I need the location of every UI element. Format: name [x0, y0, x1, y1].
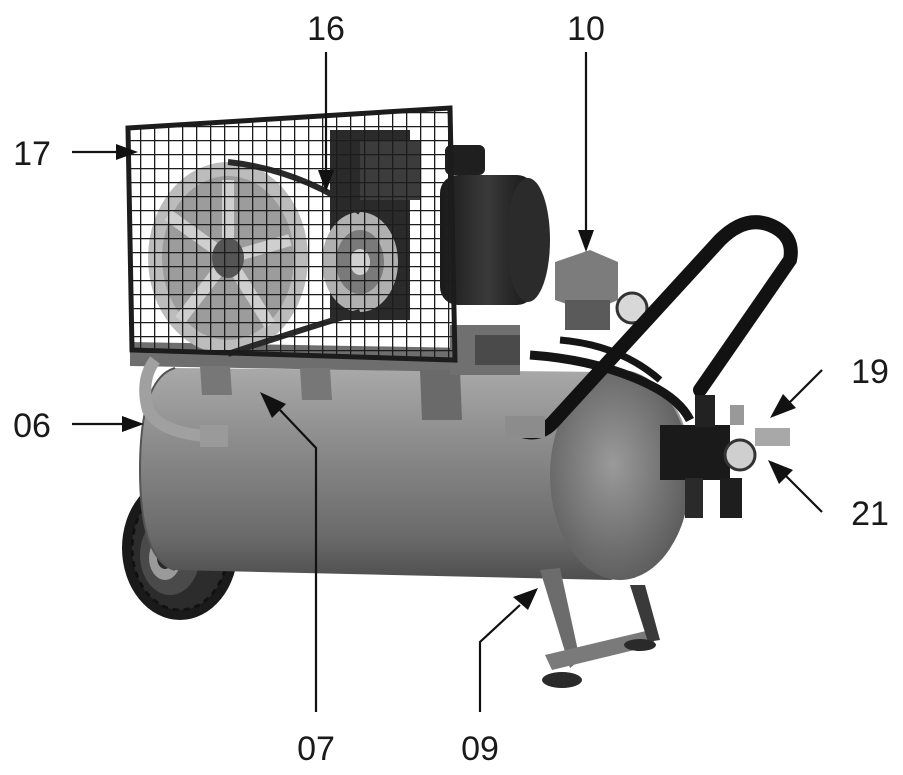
callout-07: 07: [297, 730, 335, 768]
air-compressor-illustration: [122, 105, 798, 688]
callout-labels: 16 10 17 19 06 21 07 09: [13, 10, 889, 768]
discharge-pipe: [139, 356, 228, 447]
tank-feet: [540, 568, 660, 688]
callout-21: 21: [851, 495, 889, 533]
callout-17: 17: [13, 135, 51, 173]
hose: [529, 350, 695, 423]
callout-06: 06: [13, 407, 51, 445]
callout-19: 19: [851, 353, 889, 391]
air-tank: [138, 367, 690, 580]
pressure-switch: [555, 250, 649, 330]
callout-leaders: [72, 52, 823, 712]
callout-16: 16: [307, 10, 345, 48]
callout-10: 10: [567, 10, 605, 48]
filter-regulator: [660, 395, 790, 518]
callout-09: 09: [461, 730, 499, 768]
belt-guard: [125, 105, 458, 363]
push-handle: [505, 215, 798, 440]
electric-motor: [440, 145, 550, 305]
